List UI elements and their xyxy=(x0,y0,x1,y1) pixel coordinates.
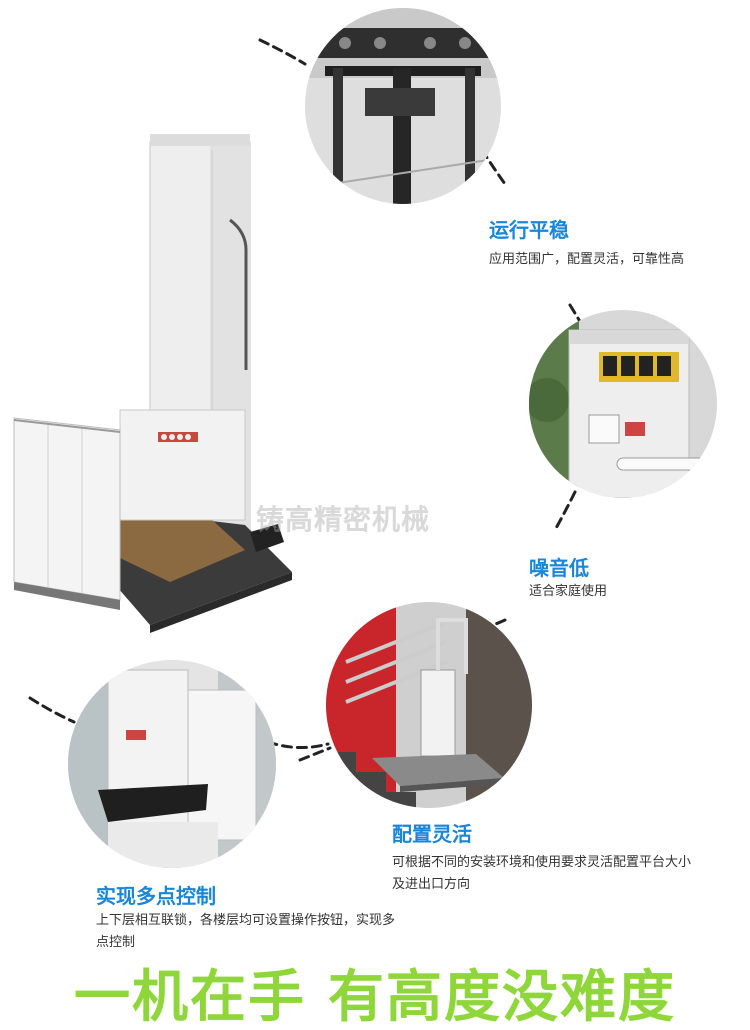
detail-photo-panel xyxy=(529,310,717,498)
slogan-part-1: 一机在手 xyxy=(74,965,306,1030)
detail-photo-frame xyxy=(305,8,501,204)
feature-desc-quiet: 适合家庭使用 xyxy=(529,584,608,599)
feature-title-smooth: 运行平稳 xyxy=(489,218,569,242)
slogan: 一机在手有高度没难度 xyxy=(0,952,750,1030)
vertical-lift-product-image xyxy=(0,120,300,640)
feature-desc-flexible: 可根据不同的安装环境和使用要求灵活配置平台大小及进出口方向 xyxy=(392,855,692,892)
slogan-part-2: 有高度没难度 xyxy=(328,965,676,1030)
feature-title-quiet: 噪音低 xyxy=(529,556,589,580)
feature-title-flexible: 配置灵活 xyxy=(392,822,472,846)
watermark: 铸高精密机械 xyxy=(256,503,431,536)
feature-desc-smooth: 应用范围广，配置灵活，可靠性高 xyxy=(489,252,685,267)
detail-photo-stairs xyxy=(326,602,532,808)
feature-desc-multipoint: 上下层相互联锁，各楼层均可设置操作按钮，实现多点控制 xyxy=(96,913,396,950)
feature-title-multipoint: 实现多点控制 xyxy=(96,884,216,908)
detail-photo-gate xyxy=(68,660,276,868)
